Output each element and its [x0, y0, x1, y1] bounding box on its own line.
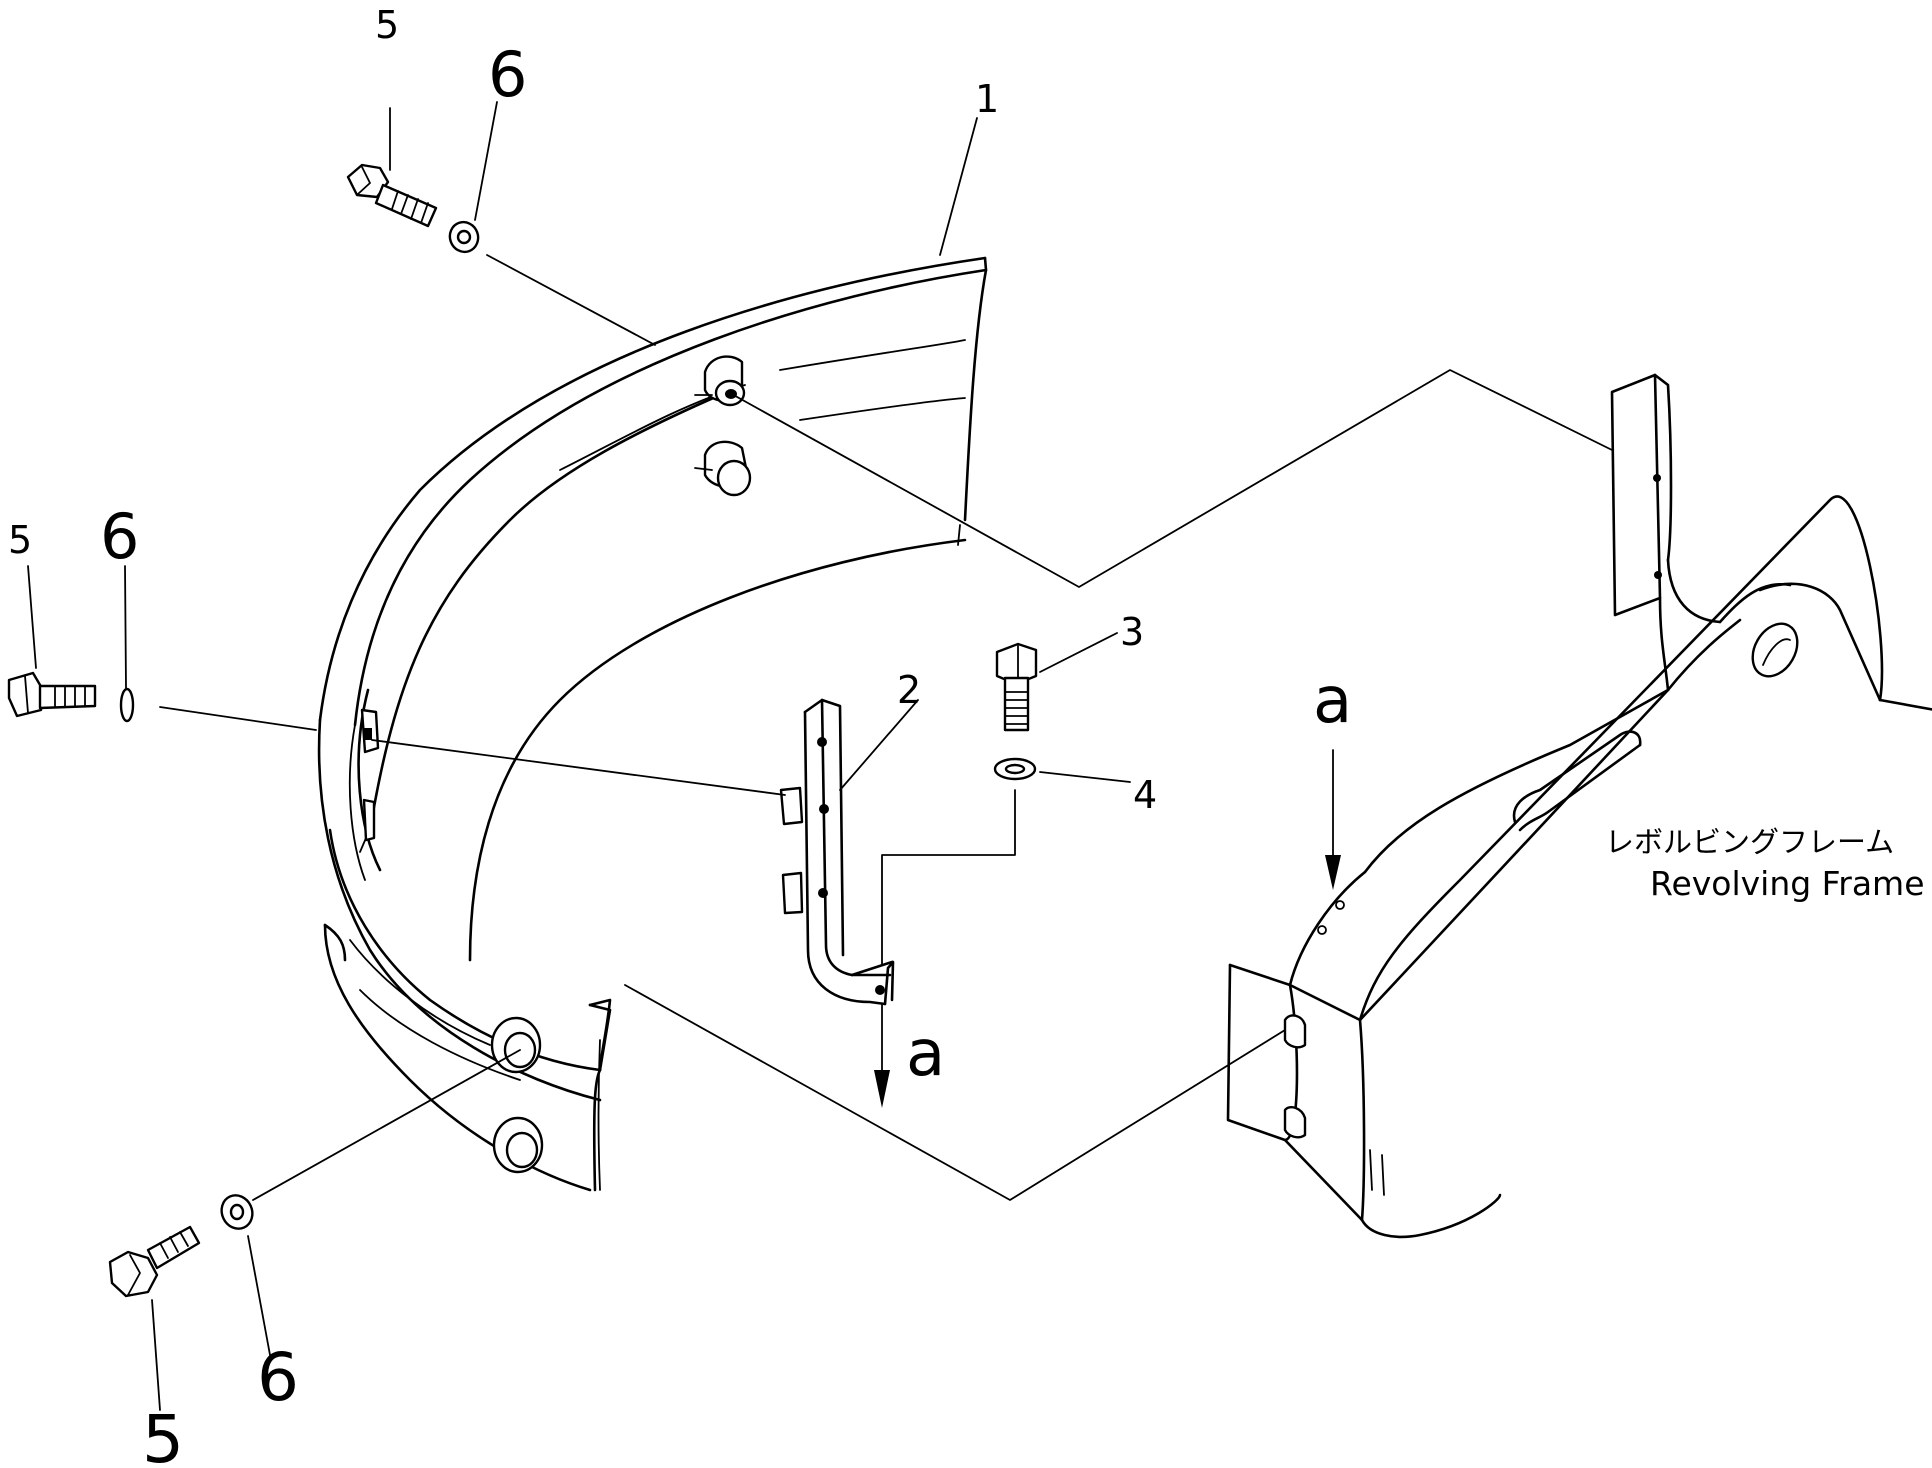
washer-6-bottom — [220, 1194, 254, 1230]
callout-4: 4 — [1133, 773, 1157, 817]
callout-6-bottom: 6 — [257, 1339, 299, 1416]
callout-1: 1 — [975, 77, 999, 121]
callout-labels: 5 6 1 5 6 3 2 4 6 5 a a — [8, 3, 1352, 1468]
bolt-5-left — [7, 671, 97, 718]
bolt-5-bottom — [108, 1225, 201, 1298]
callout-2: 2 — [897, 668, 921, 712]
callout-6-left: 6 — [100, 500, 139, 573]
frame-label: レボルビングフレーム Revolving Frame — [1605, 825, 1925, 903]
side-mounting-boss — [359, 708, 380, 853]
top-mounting-boss — [694, 355, 746, 407]
arrow-mark-a-bracket: a — [906, 1017, 945, 1091]
callout-6-top: 6 — [488, 38, 527, 111]
callout-5-bottom: 5 — [142, 1401, 184, 1468]
callout-5-top: 5 — [375, 3, 399, 47]
washer-4 — [993, 757, 1037, 781]
arrow-mark-a-frame: a — [1313, 664, 1352, 738]
callout-3: 3 — [1120, 610, 1144, 654]
frame-label-english: Revolving Frame — [1650, 864, 1925, 903]
bolt-5-top — [346, 163, 438, 228]
bolt-3 — [995, 642, 1038, 732]
frame-label-japanese: レボルビングフレーム — [1605, 825, 1894, 859]
callout-5-left: 5 — [8, 518, 32, 562]
lower-face-hole — [490, 1016, 544, 1174]
leader-lines — [27, 101, 1613, 1411]
washer-6-left — [119, 687, 135, 723]
washer-6-top — [448, 220, 480, 254]
mounting-bracket — [779, 698, 895, 1006]
middle-mounting-boss — [694, 440, 752, 497]
counterweight-cover — [317, 256, 988, 1192]
revolving-frame — [1226, 373, 1932, 1239]
